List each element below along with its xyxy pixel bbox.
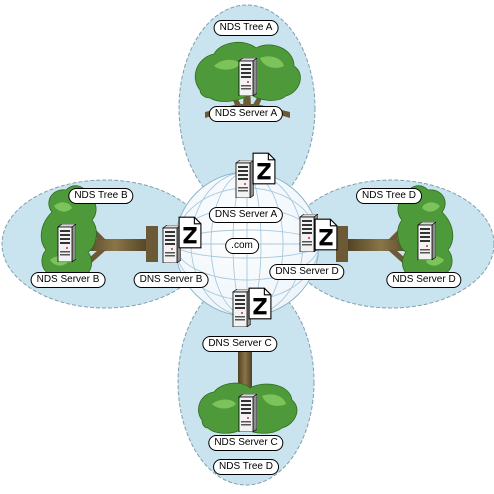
server-tower-icon xyxy=(238,394,257,432)
dns-server-d-label: DNS Server D xyxy=(269,264,345,280)
server-tower-icon xyxy=(57,224,76,262)
server-tower-icon xyxy=(417,222,436,260)
tree-d-label: NDS Tree D xyxy=(356,188,422,204)
server-tower-icon xyxy=(162,225,181,263)
zone-file-icon xyxy=(314,218,338,251)
tree-a-label: NDS Tree A xyxy=(213,20,279,36)
domain-com-label: .com xyxy=(225,238,259,254)
dns-server-c-label: DNS Server C xyxy=(202,336,278,352)
server-tower-icon xyxy=(238,58,257,96)
server-tower-icon xyxy=(232,289,251,327)
tree-b-label: NDS Tree B xyxy=(68,188,134,204)
nds-server-a-label: NDS Server A xyxy=(208,106,284,122)
tree-c-label: NDS Tree D xyxy=(213,459,279,475)
server-tower-icon xyxy=(235,160,254,198)
zone-file-icon xyxy=(248,287,272,320)
nds-server-d-label: NDS Server D xyxy=(386,272,462,288)
nds-server-b-label: NDS Server B xyxy=(30,272,106,288)
nds-server-c-label: NDS Server C xyxy=(208,435,284,451)
zone-file-icon xyxy=(252,152,276,185)
zone-file-icon xyxy=(178,216,202,249)
dns-server-b-label: DNS Server B xyxy=(133,272,209,288)
dns-server-a-label: DNS Server A xyxy=(208,207,284,223)
